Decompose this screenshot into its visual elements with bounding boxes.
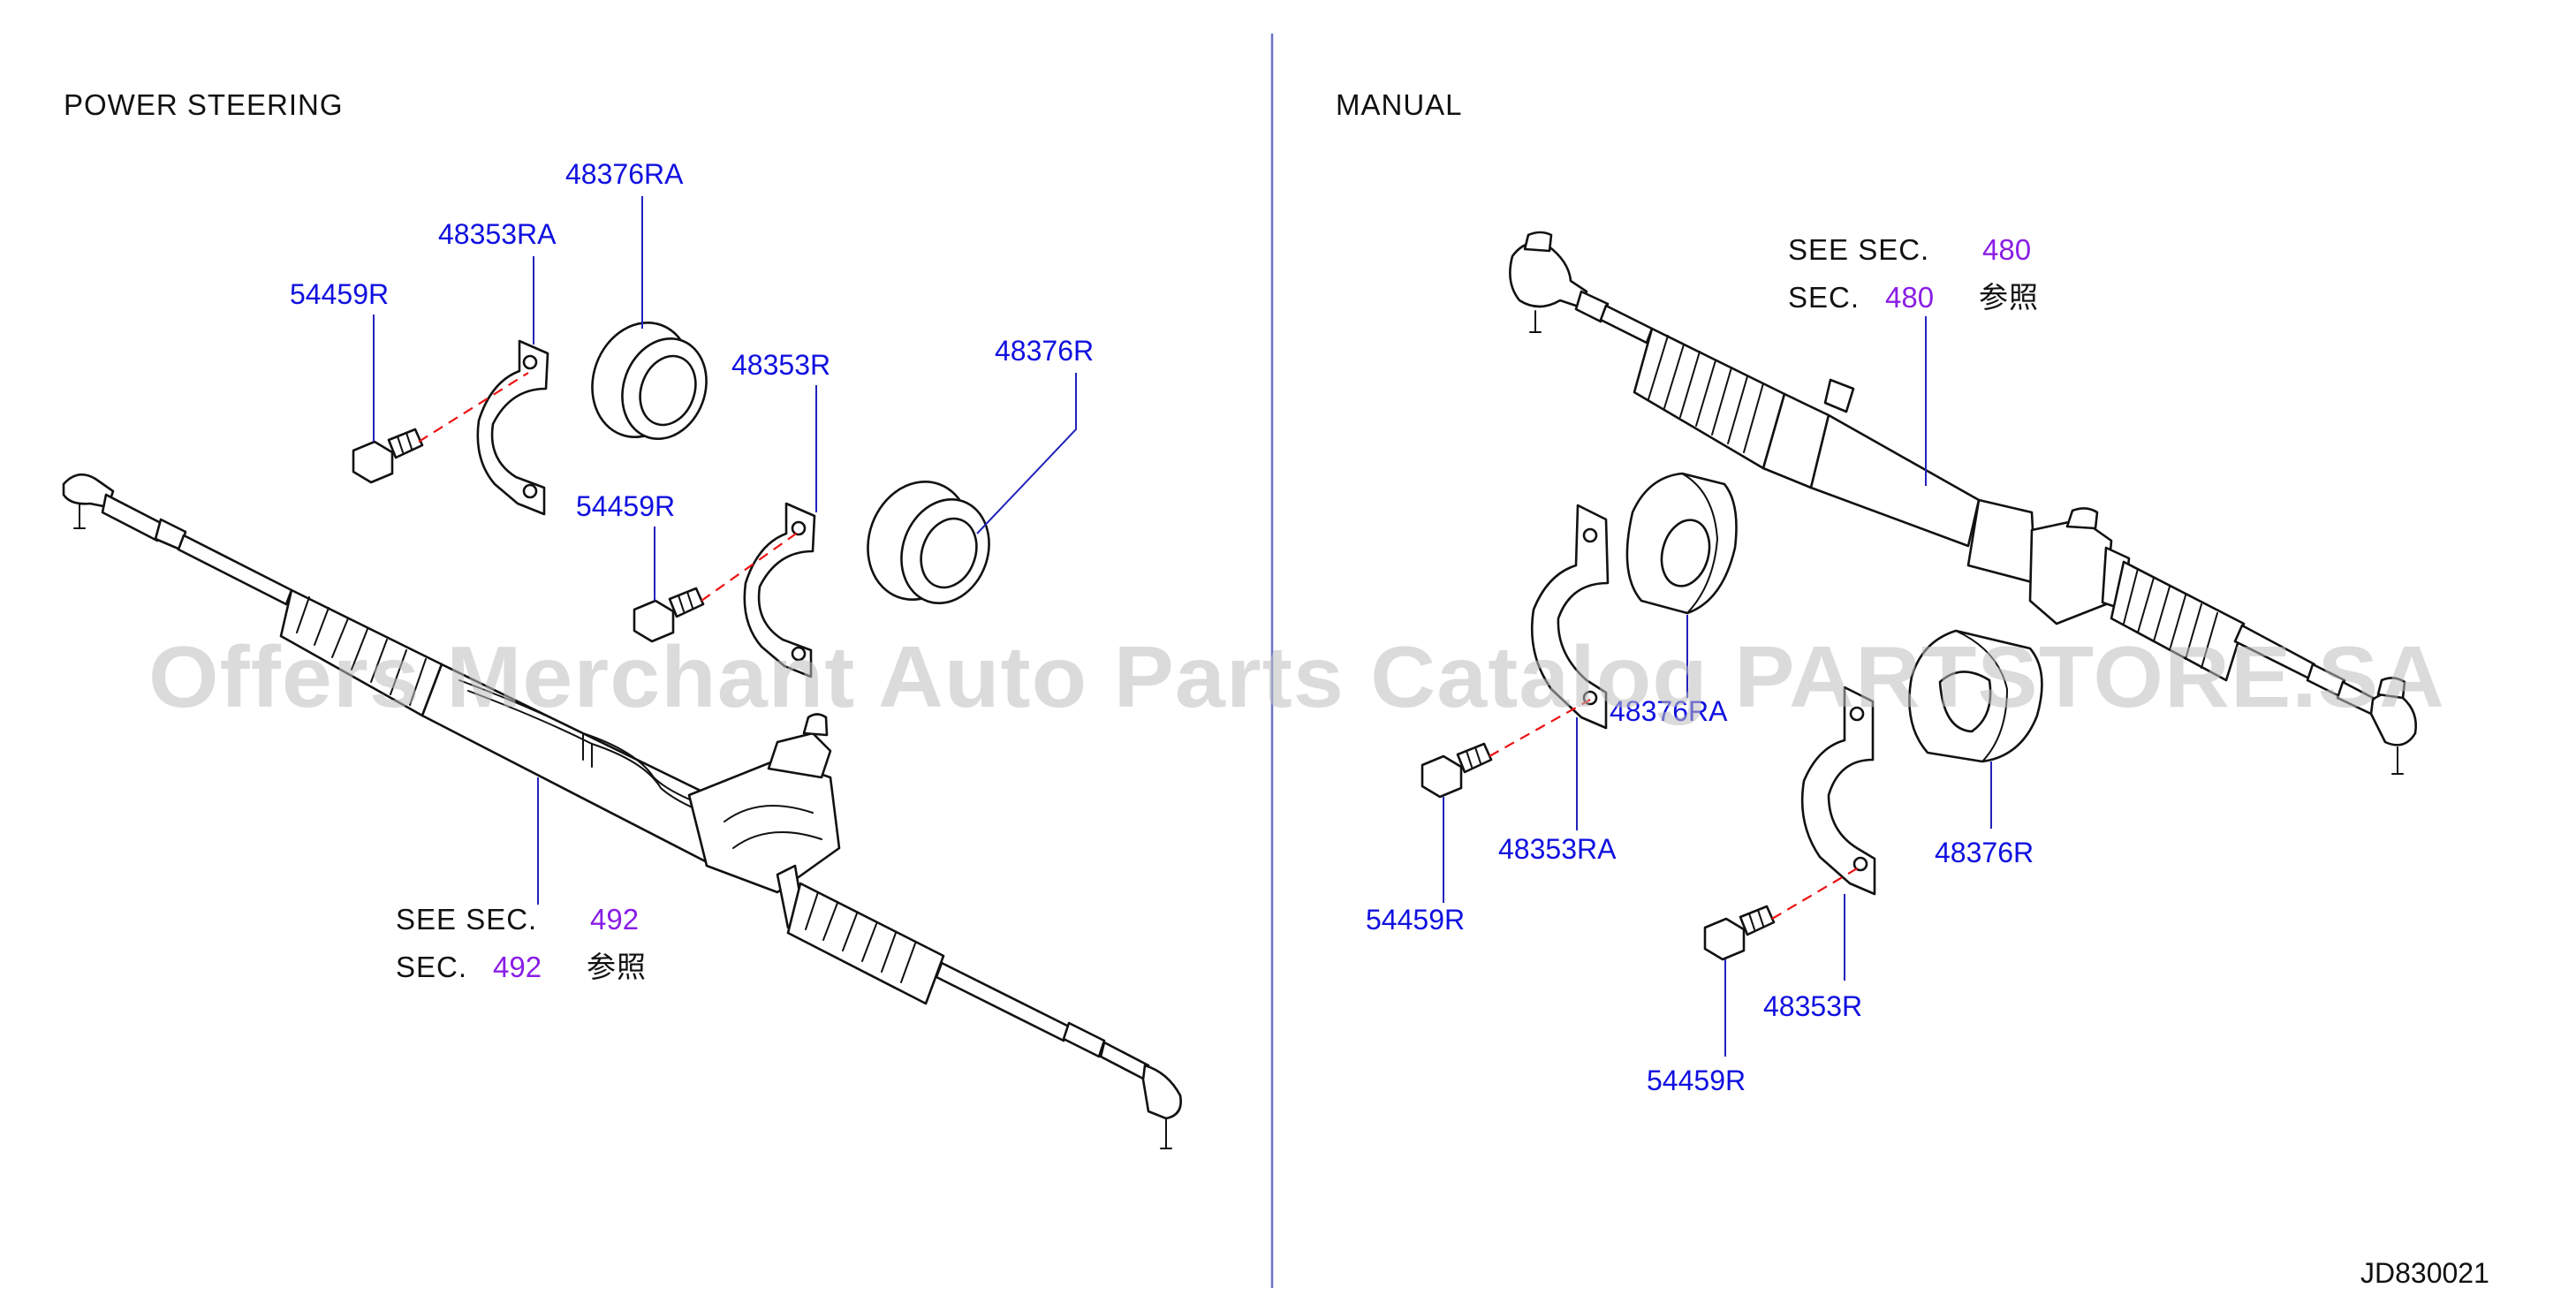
see-sec-text-left: SEE SEC. (396, 903, 537, 936)
bolt-54459R-right-b (1703, 905, 1776, 961)
part-label-54459R-right-a[interactable]: 54459R (1366, 904, 1465, 936)
centerline-right-a (1489, 699, 1591, 757)
part-label-48376RA-right[interactable]: 48376RA (1610, 695, 1728, 727)
insulator-48376RA-right (1625, 472, 1738, 615)
ref-word-left: 参照 (587, 951, 647, 983)
leader-48376R-left (976, 373, 1077, 534)
power-steering-title: POWER STEERING (64, 88, 344, 121)
right-tie-rod-end (1141, 1064, 1182, 1120)
insulator-48376R-left (867, 480, 990, 605)
clamp-48353R-left (743, 502, 816, 678)
sec-ref-492-b[interactable]: 492 (493, 951, 542, 983)
part-label-54459R-left-b[interactable]: 54459R (576, 490, 675, 522)
insulator-48376R-right (1908, 629, 2043, 763)
part-label-48353RA-right[interactable]: 48353RA (1498, 833, 1617, 865)
sec-text-right: SEC. (1788, 281, 1860, 314)
manual-rack-tube (1809, 413, 1981, 548)
ref-word-right: 参照 (1979, 281, 2039, 314)
part-label-48353RA-left[interactable]: 48353RA (438, 218, 557, 250)
part-label-48376R-right[interactable]: 48376R (1935, 837, 2034, 868)
part-label-54459R-left-a[interactable]: 54459R (290, 278, 389, 310)
manual-pinion-housing (2028, 518, 2113, 625)
bolt-54459R-left-b (633, 587, 705, 643)
centerline-left-b (701, 531, 799, 602)
part-label-48376RA-left[interactable]: 48376RA (565, 158, 684, 190)
sec-ref-492-a[interactable]: 492 (590, 903, 639, 936)
right-bellows-boot (786, 882, 945, 1005)
manual-rack-assembly (1509, 231, 2417, 775)
part-label-48376R-left[interactable]: 48376R (995, 335, 1094, 367)
diagram-id: JD830021 (2360, 1257, 2489, 1289)
sec-ref-480-a[interactable]: 480 (1982, 233, 2031, 266)
clamp-48353RA-left (476, 339, 549, 516)
clamp-48353R-right (1800, 686, 1876, 896)
power-steering-rack-assembly (62, 473, 1182, 1149)
part-label-48353R-left[interactable]: 48353R (731, 349, 830, 381)
gear-valve-housing (687, 758, 841, 894)
see-sec-text-right: SEE SEC. (1788, 233, 1929, 266)
part-label-48353R-right[interactable]: 48353R (1763, 990, 1862, 1022)
part-label-54459R-right-b[interactable]: 54459R (1647, 1065, 1746, 1096)
manual-left-bellows-boot (1633, 327, 1786, 470)
watermark-text: Offers Merchant Auto Parts Catalog PARTS… (148, 628, 2445, 725)
centerline-left-a (418, 372, 529, 443)
manual-left-tie-rod-end (1509, 241, 1588, 309)
bolt-54459R-left-a (352, 428, 424, 484)
manual-title: MANUAL (1336, 88, 1463, 121)
bolt-54459R-right-a (1421, 742, 1493, 799)
sec-ref-480-b[interactable]: 480 (1885, 281, 1934, 314)
sec-text-left: SEC. (396, 951, 467, 983)
insulator-48376RA-left (591, 321, 708, 441)
